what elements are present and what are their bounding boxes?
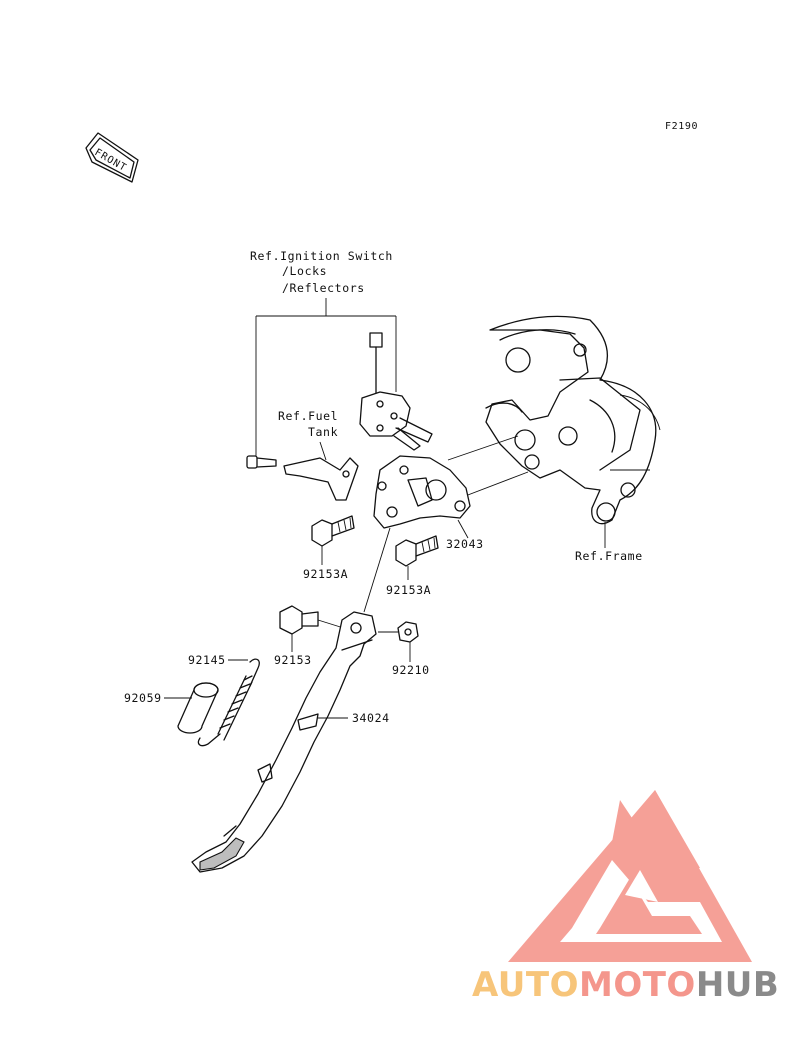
part-label-92210: 92210 [392,663,430,677]
frame-drawing [485,315,661,525]
figure-code: F2190 [665,121,698,132]
part-label-32043: 32043 [446,537,484,551]
bolt-92153a-left-drawing [311,515,355,547]
side-stand-drawing [191,611,377,873]
watermark-logo [508,790,752,962]
watermark-text: AUTOMOTOHUB [472,965,779,1005]
front-direction-icon: FRONT [85,132,139,183]
spring-drawing [197,658,260,747]
part-label-92153: 92153 [274,653,312,667]
ref-frame-label: Ref.Frame [575,549,643,563]
ref-reflectors-label: /Reflectors [282,281,365,295]
ignition-switch-drawing [359,332,433,451]
part-label-92153a-right: 92153A [386,583,431,597]
ref-ignition-switch-label: Ref.Ignition Switch [250,249,393,263]
part-label-92145: 92145 [188,653,226,667]
watermark-hub: HUB [696,965,779,1005]
part-label-34024: 34024 [352,711,390,725]
ref-fuel-label: Ref.Fuel [278,409,338,423]
part-label-92059: 92059 [124,691,162,705]
part-label-92153a-left: 92153A [303,567,348,581]
bolt-92153a-right-drawing [395,535,439,567]
collar-drawing [177,682,219,734]
watermark-auto: AUTO [472,965,579,1005]
ref-tank-label: Tank [308,425,338,439]
screw-drawing [246,455,277,469]
fuel-tank-bracket-drawing [283,457,359,501]
ref-locks-label: /Locks [282,264,327,278]
watermark-moto: MOTO [579,965,696,1005]
bracket-32043 [373,455,471,529]
nut-drawing [397,621,419,643]
pivot-bolt-drawing [279,605,319,635]
